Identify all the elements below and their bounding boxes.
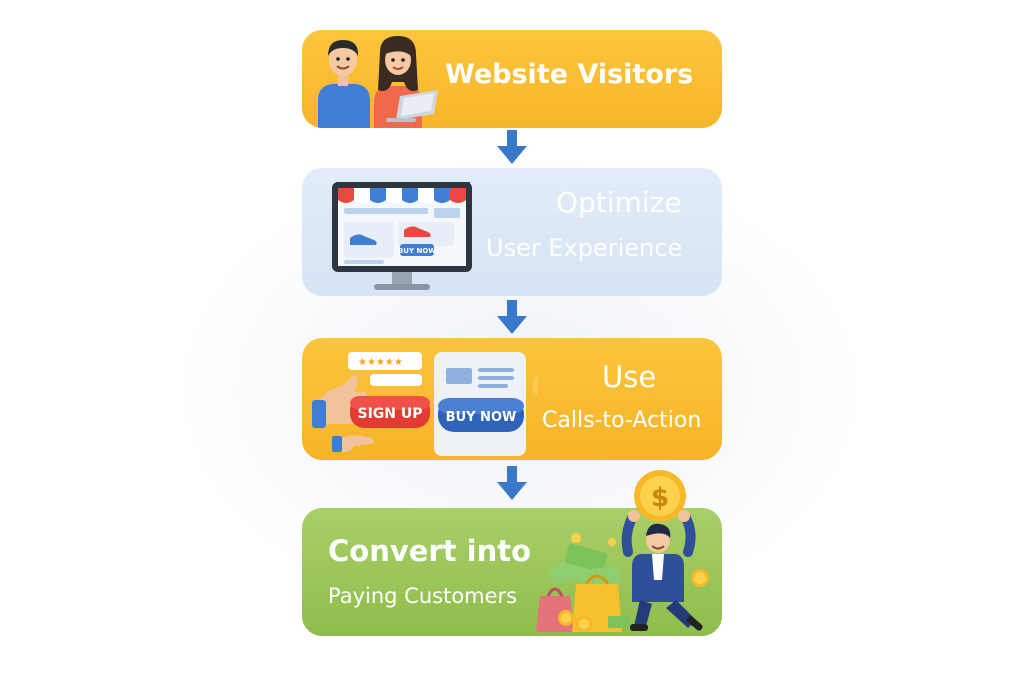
step-4-title-line2: Paying Customers [328, 584, 518, 608]
happy-customer-icon: $ [536, 470, 709, 632]
coin-symbol: $ [651, 483, 669, 513]
step-2-title-line1: Optimize [556, 186, 682, 219]
step-4-title-line1: Convert into [328, 534, 532, 568]
people-icon [318, 36, 438, 128]
step-2-title-line2: User Experience [486, 234, 683, 262]
store-buy-button-label: BUY NOW [398, 247, 436, 255]
svg-text:★★★★★: ★★★★★ [358, 357, 403, 368]
step-3-title-line2: Calls-to-Action [542, 408, 702, 433]
step-calls-to-action: ★★★★★ SIGN UP BUY NOW Use Calls-to- [302, 338, 722, 460]
step-website-visitors: Website Visitors [302, 30, 722, 128]
step-optimize-ux: BUY NOW Optimize User Experience [302, 168, 722, 296]
storefront-monitor-icon: BUY NOW [332, 182, 472, 290]
cta-buttons-icon: ★★★★★ SIGN UP BUY NOW [312, 352, 538, 456]
signup-button-label: SIGN UP [357, 406, 422, 422]
down-arrow-icon [497, 130, 527, 164]
step-3-title-line1: Use [602, 360, 657, 394]
down-arrow-icon [497, 466, 527, 500]
down-arrow-icon [497, 300, 527, 334]
step-1-title: Website Visitors [445, 59, 694, 90]
buy-now-button-label: BUY NOW [446, 410, 517, 425]
